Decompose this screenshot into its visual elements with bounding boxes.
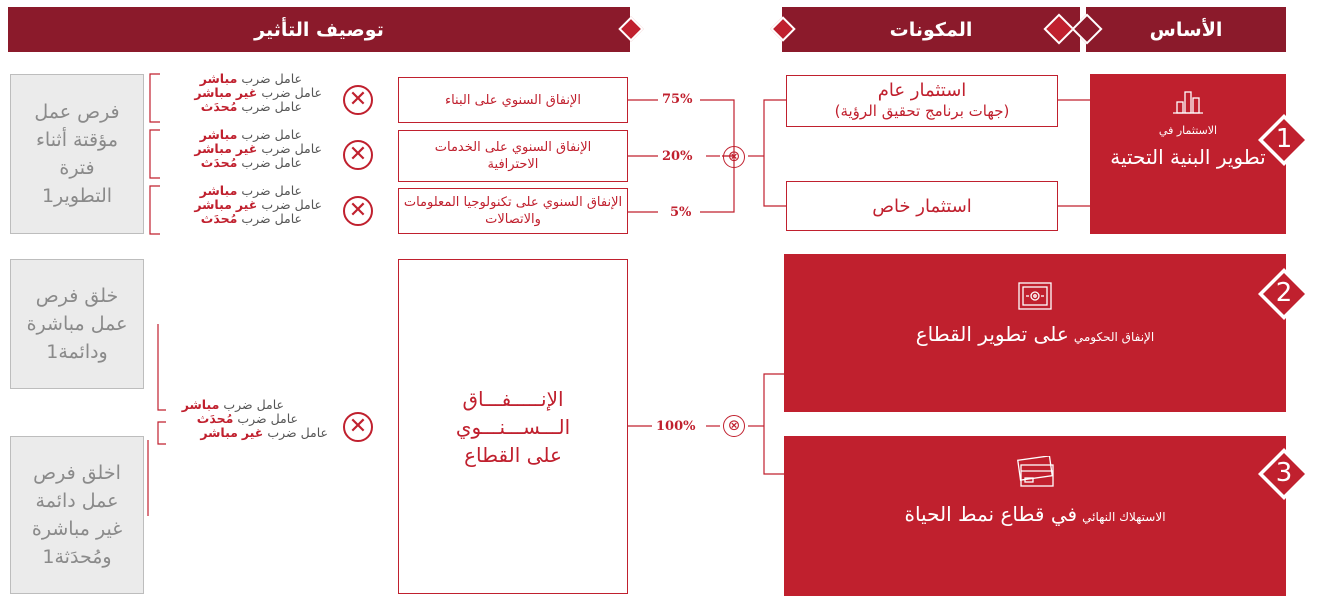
section3-number-badge: 3 (1256, 446, 1312, 506)
header-basis: الأساس (1086, 7, 1286, 52)
outcome-indirect-jobs: اخلق فرص عمل دائمة غير مباشرة ومُحدَثة1 (10, 436, 144, 594)
factor-induced: عامل ضرب مُحدَث (200, 155, 302, 170)
private-investment-box: استثمار خاص (786, 181, 1058, 231)
section2-title-big: على تطوير القطاع (915, 322, 1069, 346)
outcome-direct-jobs: خلق فرص عمل مباشرة ودائمة1 (10, 259, 144, 389)
factor-direct: عامل ضرب مباشر (199, 127, 302, 142)
sector-spend-box: الإنـــــفـــاق الـــســـنـــوي على القط… (398, 259, 628, 594)
header-impact: توصيف التأثير (8, 7, 630, 52)
sector-spend-line1: الإنـــــفـــاق (462, 386, 564, 411)
bar-chart-icon (1173, 90, 1203, 114)
pct-professional: 20% (662, 149, 693, 164)
section2-title: الإنفاق الحكومي على تطوير القطاع (784, 322, 1286, 346)
section2-box: الإنفاق الحكومي على تطوير القطاع (784, 254, 1286, 412)
section1-number: 1 (1275, 124, 1293, 154)
factor-indirect: عامل ضرب غير مباشر (194, 197, 322, 212)
pct-ict: 5% (670, 205, 692, 220)
spend-construction-box: الإنفاق السنوي على البناء (398, 77, 628, 123)
factor-group-ict: عامل ضرب مباشر عامل ضرب غير مباشر عامل ض… (162, 184, 322, 226)
multiply-icon: ✕ (343, 196, 373, 226)
factor-induced: عامل ضرب مُحدَث (196, 411, 298, 426)
factor-indirect: عامل ضرب غير مباشر (194, 141, 322, 156)
public-investment-sub: (جهات برنامج تحقيق الرؤية) (834, 102, 1010, 120)
factor-group-sector: عامل ضرب مباشر عامل ضرب مُحدَث عامل ضرب … (168, 398, 328, 440)
section1-title-big: تطوير البنية التحتية (1110, 145, 1266, 169)
header-components-label: المكونات (889, 18, 973, 41)
factor-indirect: عامل ضرب غير مباشر (200, 425, 328, 440)
multiply-icon: ✕ (343, 140, 373, 170)
section3-title: الاستهلاك النهائي في قطاع نمط الحياة (784, 502, 1286, 526)
header-impact-label: توصيف التأثير (254, 18, 384, 41)
factor-group-construction: عامل ضرب مباشر عامل ضرب غير مباشر عامل ض… (162, 72, 322, 114)
outcome-temporary-jobs-label: فرص عمل مؤقتة أثناء فترة التطوير1 (34, 101, 120, 207)
merge-circle-1: ⊗ (723, 146, 745, 168)
section3-number: 3 (1275, 458, 1293, 488)
factor-group-professional: عامل ضرب مباشر عامل ضرب غير مباشر عامل ض… (162, 128, 322, 170)
header-components: المكونات (782, 7, 1080, 52)
outcome-direct-jobs-label: خلق فرص عمل مباشرة ودائمة1 (26, 285, 128, 363)
section3-title-big: في قطاع نمط الحياة (904, 502, 1078, 526)
factor-direct: عامل ضرب مباشر (199, 71, 302, 86)
section1-box: الاستثمار في تطوير البنية التحتية (1090, 74, 1286, 234)
sector-spend-line2: الـــســـنـــوي (455, 414, 571, 439)
pct-sector: 100% (656, 419, 696, 434)
section3-title-small: الاستهلاك النهائي (1082, 510, 1166, 524)
section1-title-small: الاستثمار في (1158, 124, 1218, 137)
public-investment-label: استثمار عام (877, 80, 967, 101)
section2-title-small: الإنفاق الحكومي (1073, 330, 1155, 344)
outcome-indirect-jobs-label: اخلق فرص عمل دائمة غير مباشرة ومُحدَثة1 (31, 462, 123, 568)
safe-icon (1018, 282, 1052, 310)
credit-card-icon (1015, 455, 1055, 488)
public-investment-box: استثمار عام (جهات برنامج تحقيق الرؤية) (786, 75, 1058, 127)
section1-number-badge: 1 (1256, 112, 1312, 172)
outcome-temporary-jobs: فرص عمل مؤقتة أثناء فترة التطوير1 (10, 74, 144, 234)
section2-number-badge: 2 (1256, 266, 1312, 326)
factor-direct: عامل ضرب مباشر (181, 397, 284, 412)
private-investment-label: استثمار خاص (872, 195, 972, 217)
factor-induced: عامل ضرب مُحدَث (200, 99, 302, 114)
spend-construction-label: الإنفاق السنوي على البناء (444, 92, 582, 108)
spend-ict-box: الإنفاق السنوي على تكنولوجيا المعلومات و… (398, 188, 628, 234)
factor-indirect: عامل ضرب غير مباشر (194, 85, 322, 100)
spend-professional-box: الإنفاق السنوي على الخدمات الاحترافية (398, 130, 628, 182)
section2-number: 2 (1275, 278, 1293, 308)
sector-spend-line3: على القطاع (464, 442, 562, 467)
merge-circle-2: ⊗ (723, 415, 745, 437)
multiply-icon: ✕ (343, 412, 373, 442)
header-basis-label: الأساس (1149, 18, 1223, 41)
factor-direct: عامل ضرب مباشر (199, 183, 302, 198)
spend-ict-label: الإنفاق السنوي على تكنولوجيا المعلومات و… (403, 195, 623, 227)
pct-construction: 75% (662, 92, 693, 107)
section3-box: الاستهلاك النهائي في قطاع نمط الحياة (784, 436, 1286, 596)
spend-professional-label: الإنفاق السنوي على الخدمات الاحترافية (434, 140, 592, 172)
multiply-icon: ✕ (343, 85, 373, 115)
factor-induced: عامل ضرب مُحدَث (200, 211, 302, 226)
